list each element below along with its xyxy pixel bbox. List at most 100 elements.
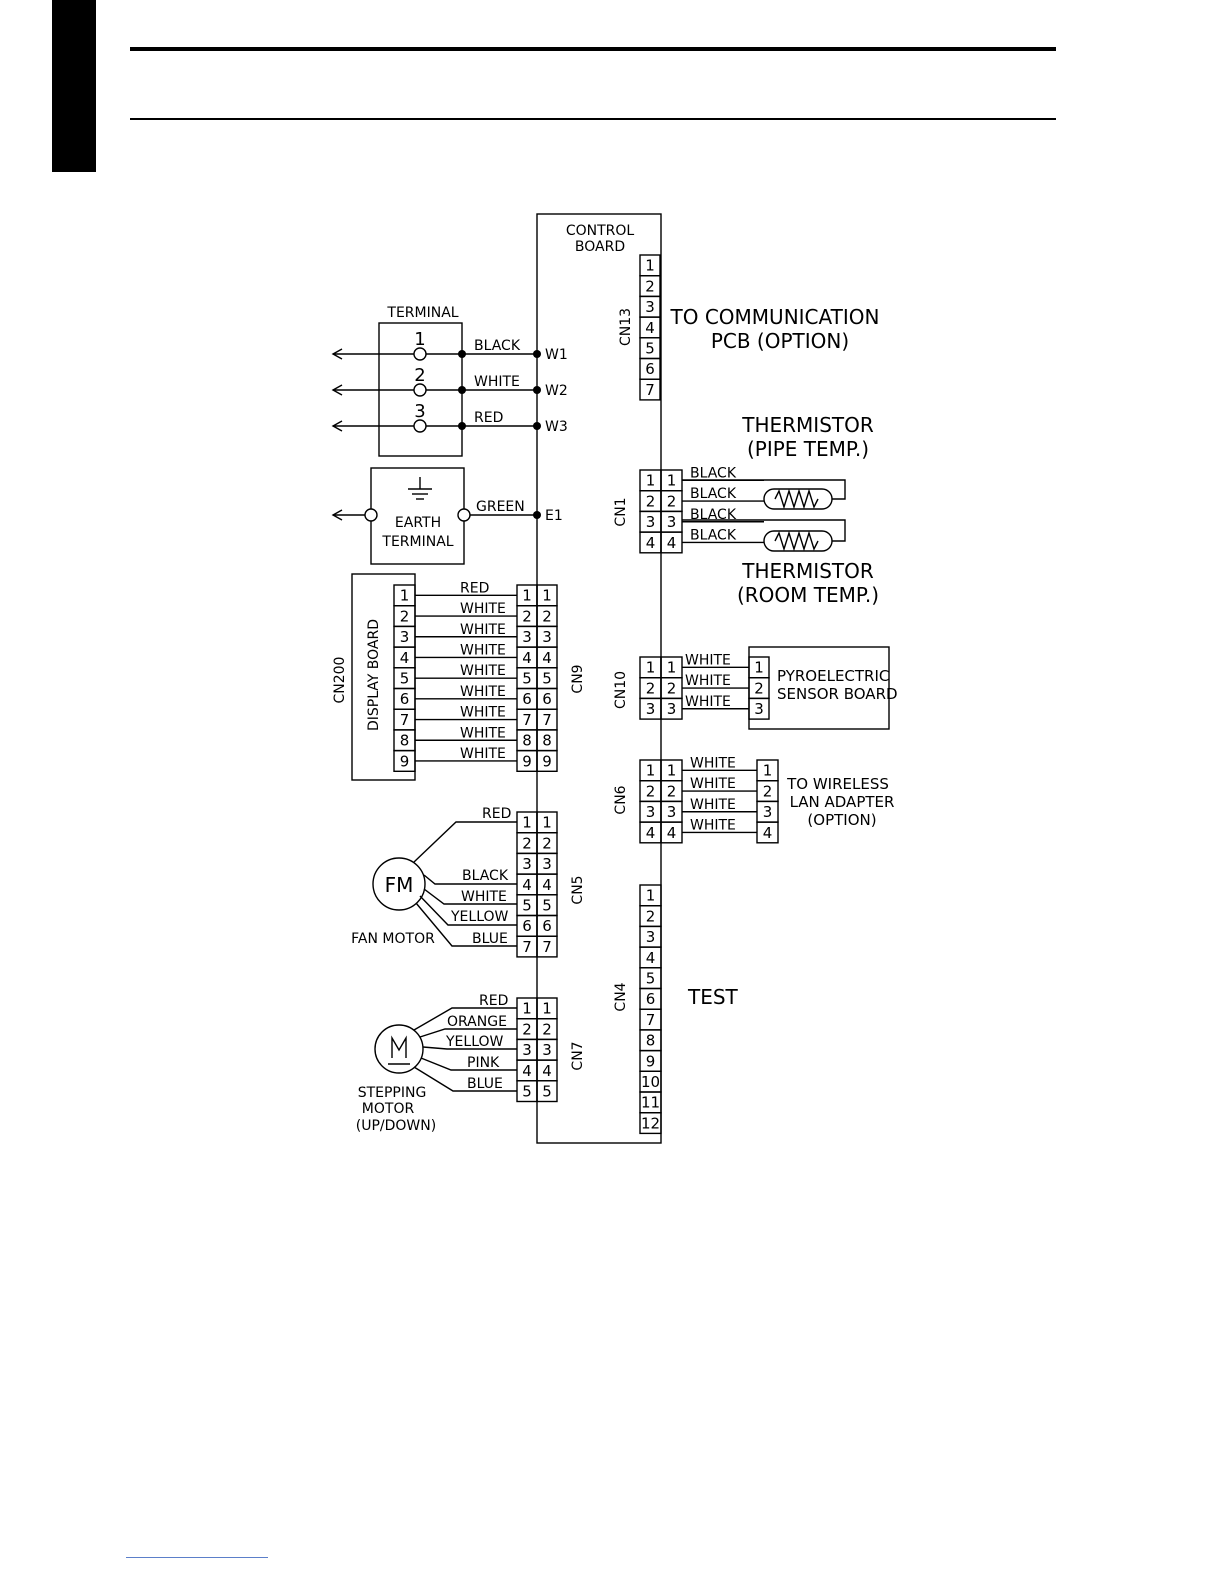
cn1-pin-left-number: 1 xyxy=(646,472,656,490)
cn6-wire-color: WHITE xyxy=(690,755,736,771)
cn9-wire-color: WHITE xyxy=(460,663,506,679)
cn5-wire-4-color: BLACK xyxy=(462,868,509,884)
board-point-w1: W1 xyxy=(545,347,568,363)
cn4-pin-cell xyxy=(639,1111,662,1135)
cn13-pin-number: 3 xyxy=(645,298,655,316)
cn4-pin-number: 12 xyxy=(641,1114,660,1132)
terminal-number-2: 2 xyxy=(414,365,425,386)
cn9-wire-color: WHITE xyxy=(460,725,506,741)
cn4-pin-number: 5 xyxy=(646,970,656,988)
cn13-pin-number: 2 xyxy=(645,277,655,295)
fan-motor-symbol: FM xyxy=(385,873,414,897)
cn7-label: CN7 xyxy=(570,1041,586,1070)
room-thermistor-icon xyxy=(763,530,833,552)
cn1-wire-color: BLACK xyxy=(690,465,737,481)
pyroelectric-label-2: SENSOR BOARD xyxy=(777,685,898,703)
cn13-pin-number: 7 xyxy=(645,381,655,399)
cn6-pin-left-number: 3 xyxy=(646,803,656,821)
cn4-pin-number: 4 xyxy=(646,949,656,967)
cn1-wire-color: BLACK xyxy=(690,486,737,502)
cn6-pin-left-number: 2 xyxy=(646,782,656,800)
room-thermistor-label-2: (ROOM TEMP.) xyxy=(737,583,879,607)
cn200-pin-number: 3 xyxy=(400,628,410,646)
cn5-pin-right-number: 6 xyxy=(542,917,552,935)
cn7-wire-1-color: RED xyxy=(479,993,508,1009)
cn1-wire-color: BLACK xyxy=(690,527,737,543)
cn7-pin-right-number: 1 xyxy=(542,1000,552,1018)
wireless-adapter-pin-number: 4 xyxy=(763,824,773,842)
cn1-pin-right-number: 2 xyxy=(667,492,677,510)
cn7-pin-left-number: 1 xyxy=(522,1000,532,1018)
cn200-pin-number: 6 xyxy=(400,690,410,708)
pyroelectric-pin-number: 2 xyxy=(754,679,764,697)
cn7-pin-right-cell xyxy=(536,1080,558,1103)
cn5-pin-left-number: 6 xyxy=(522,917,532,935)
fan-motor-label: FAN MOTOR xyxy=(351,931,435,947)
terminal-label: TERMINAL xyxy=(386,305,458,321)
cn6-pin-left-number: 1 xyxy=(646,762,656,780)
cn7-pin-right-number: 5 xyxy=(542,1083,552,1101)
pyroelectric-pin-number: 3 xyxy=(754,700,764,718)
cn4-pin-number: 2 xyxy=(646,907,656,925)
stepping-motor-label-3: (UP/DOWN) xyxy=(356,1118,436,1134)
pipe-thermistor-icon xyxy=(763,488,833,510)
board-point-e1: E1 xyxy=(545,508,563,524)
cn5-pin-right-number: 7 xyxy=(542,938,552,956)
ground-icon xyxy=(408,477,432,500)
cn10-pin-left-number: 1 xyxy=(646,659,656,677)
cn9-wire-color: WHITE xyxy=(460,705,506,721)
cn7-pin-left-number: 4 xyxy=(522,1062,532,1080)
cn200-pin-number: 7 xyxy=(400,711,410,729)
cn5-pin-right-number: 2 xyxy=(542,834,552,852)
cn10-label: CN10 xyxy=(613,671,629,709)
cn13-note-1: TO COMMUNICATION xyxy=(670,305,880,329)
cn1-label: CN1 xyxy=(613,497,629,526)
cn5-wire-1-color: RED xyxy=(482,806,511,822)
cn6-wire-color: WHITE xyxy=(690,797,736,813)
cn4-pin-number: 8 xyxy=(646,1032,656,1050)
cn9-pin-right-number: 3 xyxy=(542,628,552,646)
cn7-pin-left-number: 3 xyxy=(522,1041,532,1059)
cn9-pin-right-number: 5 xyxy=(542,670,552,688)
cn13-pin-cell xyxy=(639,378,661,401)
cn200-label: CN200 xyxy=(332,657,348,704)
wireless-adapter-pin-number: 1 xyxy=(763,762,773,780)
cn9-pin-right-number: 7 xyxy=(542,711,552,729)
wireless-note-3: (OPTION) xyxy=(807,811,876,829)
cn200-pin-number: 2 xyxy=(400,607,410,625)
cn10-pin-left-number: 2 xyxy=(646,679,656,697)
cn5-pin-left-number: 4 xyxy=(522,876,532,894)
terminal-wire-1-color: BLACK xyxy=(474,338,521,354)
earth-label-2: TERMINAL xyxy=(381,534,453,550)
cn5-pin-left-number: 2 xyxy=(522,834,532,852)
cn1-pin-right-number: 3 xyxy=(667,513,677,531)
cn13-label: CN13 xyxy=(618,308,634,346)
cn5-pin-left-number: 5 xyxy=(522,897,532,915)
cn9-pin-right-number: 9 xyxy=(542,752,552,770)
cn13-pin-number: 5 xyxy=(645,340,655,358)
cn9-pin-right-cell xyxy=(536,749,558,772)
page-side-tab xyxy=(52,0,96,172)
stepping-motor-label-2: MOTOR xyxy=(362,1101,415,1117)
cn6-pin-left-number: 4 xyxy=(646,824,656,842)
cn4-label: CN4 xyxy=(613,982,629,1011)
cn1-pin-left-number: 4 xyxy=(646,534,656,552)
terminal-wire-3-color: RED xyxy=(474,410,503,426)
cn9-pin-left-number: 6 xyxy=(522,690,532,708)
cn10-pin-right-number: 2 xyxy=(667,679,677,697)
cn5-pin-right-number: 3 xyxy=(542,855,552,873)
cn9-pin-left-number: 4 xyxy=(522,649,532,667)
cn4-pin-number: 3 xyxy=(646,928,656,946)
cn9-label: CN9 xyxy=(570,664,586,693)
cn7-wire-2-color: ORANGE xyxy=(447,1014,507,1030)
footer-link-underline xyxy=(126,1557,268,1558)
cn9-wire-color: WHITE xyxy=(460,642,506,658)
terminal-wire-3 xyxy=(331,419,541,433)
cn1-pin-right-number: 1 xyxy=(667,472,677,490)
cn5-pin-left-number: 1 xyxy=(522,814,532,832)
